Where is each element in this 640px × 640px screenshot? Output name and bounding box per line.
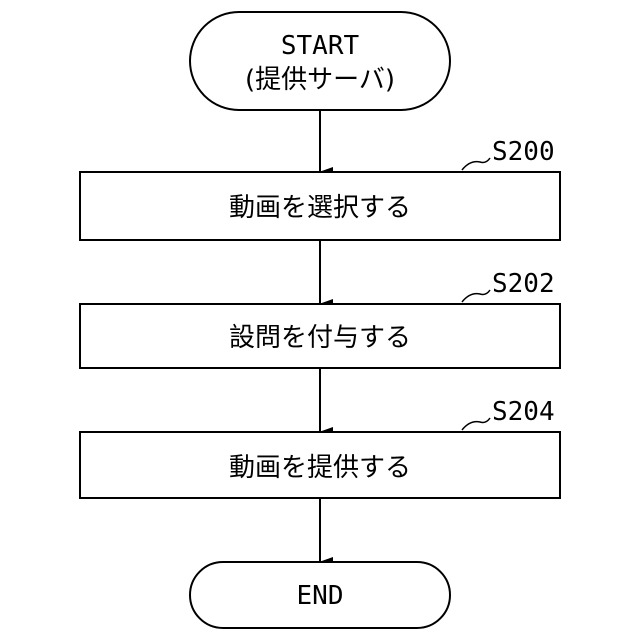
step-label-s204: S204: [492, 397, 555, 427]
process-text-s200: 動画を選択する: [229, 193, 411, 223]
end-terminator: END: [190, 562, 450, 628]
start-label: START: [281, 31, 360, 61]
start-sublabel: (提供サーバ): [245, 65, 395, 95]
step-label-s200: S200: [492, 137, 555, 167]
step-label-s202: S202: [492, 269, 555, 299]
start-terminator: START (提供サーバ): [190, 12, 450, 110]
process-text-s202: 設問を付与する: [229, 323, 411, 353]
step-leader-s204: [462, 418, 490, 430]
process-text-s204: 動画を提供する: [229, 453, 411, 483]
step-leader-s200: [462, 158, 490, 170]
step-leader-s202: [462, 290, 490, 302]
end-label: END: [297, 581, 344, 611]
